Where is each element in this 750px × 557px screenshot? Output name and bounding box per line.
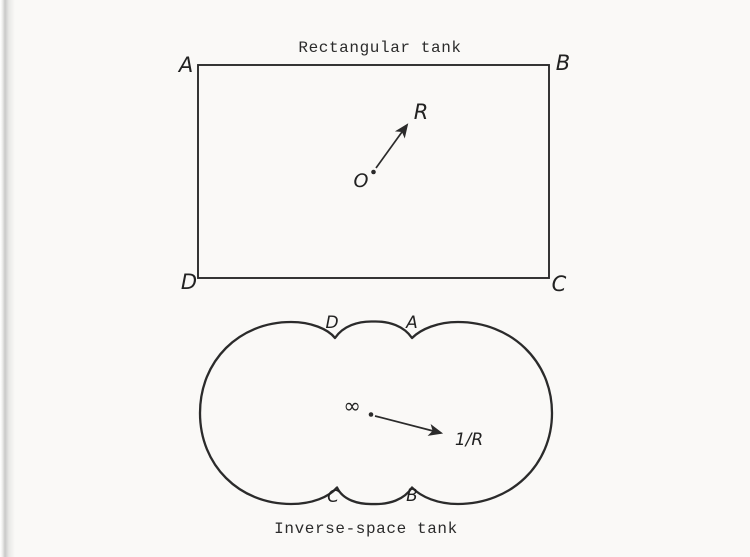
inverse-space-tank-title: Inverse-space tank xyxy=(274,520,458,538)
infinity-label: ∞ xyxy=(343,394,361,418)
blob-cusp-label-d: D xyxy=(325,313,338,333)
blob-cusp-label-a: A xyxy=(405,313,418,333)
inverse-vector-arrow xyxy=(374,415,444,436)
origin-label: O xyxy=(354,170,369,192)
rectangular-tank-outline xyxy=(197,64,550,279)
inverse-vector-label: 1/R xyxy=(455,430,483,450)
rect-corner-label-c: C xyxy=(552,272,567,296)
origin-point-dot xyxy=(371,169,376,175)
inverse-origin-dot xyxy=(368,412,374,417)
rectangular-tank-title: Rectangular tank xyxy=(298,39,461,57)
inverse-space-tank-outline xyxy=(198,320,554,506)
blob-cusp-label-b: B xyxy=(406,486,418,506)
blob-cusp-label-c: C xyxy=(327,487,339,507)
radius-vector-arrow xyxy=(375,123,409,169)
radius-vector-label: R xyxy=(414,100,429,124)
rect-corner-label-b: B xyxy=(556,51,570,75)
rect-corner-label-d: D xyxy=(181,270,197,294)
rect-corner-label-a: A xyxy=(177,53,193,77)
